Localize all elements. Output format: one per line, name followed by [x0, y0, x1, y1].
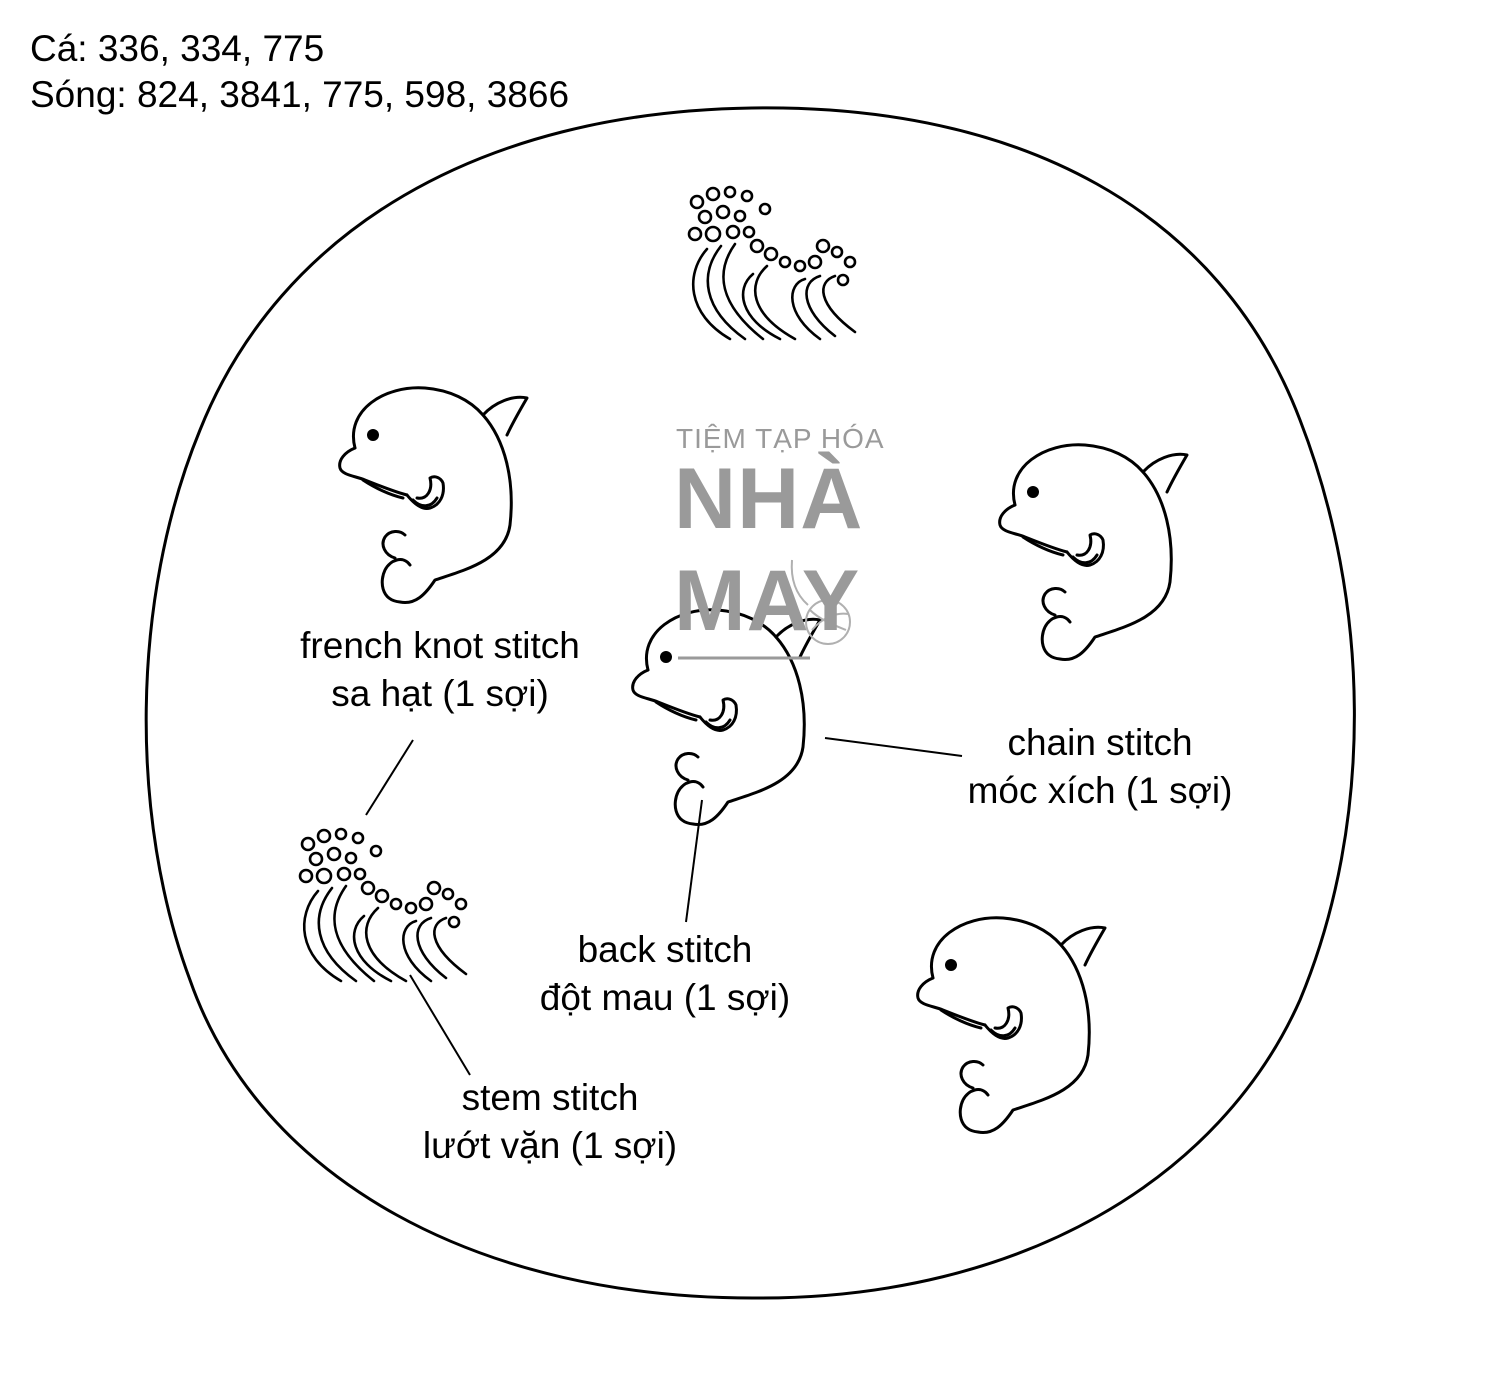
label-back: back stitch đột mau (1 sợi)	[520, 926, 810, 1022]
label-chain: chain stitch móc xích (1 sợi)	[950, 719, 1250, 815]
leader-back	[685, 799, 703, 923]
label-french-knot: french knot stitch sa hạt (1 sợi)	[280, 622, 600, 718]
leader-stem	[409, 974, 471, 1076]
thread-color-legend: Cá: 336, 334, 775 Sóng: 824, 3841, 775, …	[30, 26, 569, 118]
label-french-knot-vi: sa hạt (1 sợi)	[331, 673, 549, 714]
label-chain-vi: móc xích (1 sợi)	[967, 770, 1233, 811]
watermark-line3: MAY	[674, 553, 861, 649]
leader-chain	[824, 737, 963, 757]
fish-colors: Cá: 336, 334, 775	[30, 28, 325, 69]
label-stem-vi: lướt vặn (1 sợi)	[422, 1125, 678, 1166]
label-back-en: back stitch	[577, 929, 753, 970]
wave-motif-top	[687, 185, 857, 341]
watermark-line2: NHÀ	[674, 451, 864, 547]
dolphin-top-left	[338, 386, 529, 605]
leader-french-knot	[365, 739, 414, 816]
yarn-ball-icon	[790, 559, 851, 645]
hoop-circle	[144, 106, 1356, 1300]
label-french-knot-en: french knot stitch	[300, 625, 580, 666]
wave-motif-bottom-left	[298, 827, 468, 983]
label-stem: stem stitch lướt vặn (1 sợi)	[405, 1074, 695, 1170]
label-back-vi: đột mau (1 sợi)	[539, 977, 791, 1018]
dolphin-right	[998, 443, 1189, 662]
leader-lines	[365, 737, 963, 1076]
label-chain-en: chain stitch	[1007, 722, 1193, 763]
dolphin-bottom-right	[916, 916, 1107, 1135]
wave-colors: Sóng: 824, 3841, 775, 598, 3866	[30, 74, 570, 115]
watermark-line1: TIỆM TẠP HÓA	[676, 423, 885, 454]
label-stem-en: stem stitch	[461, 1077, 639, 1118]
